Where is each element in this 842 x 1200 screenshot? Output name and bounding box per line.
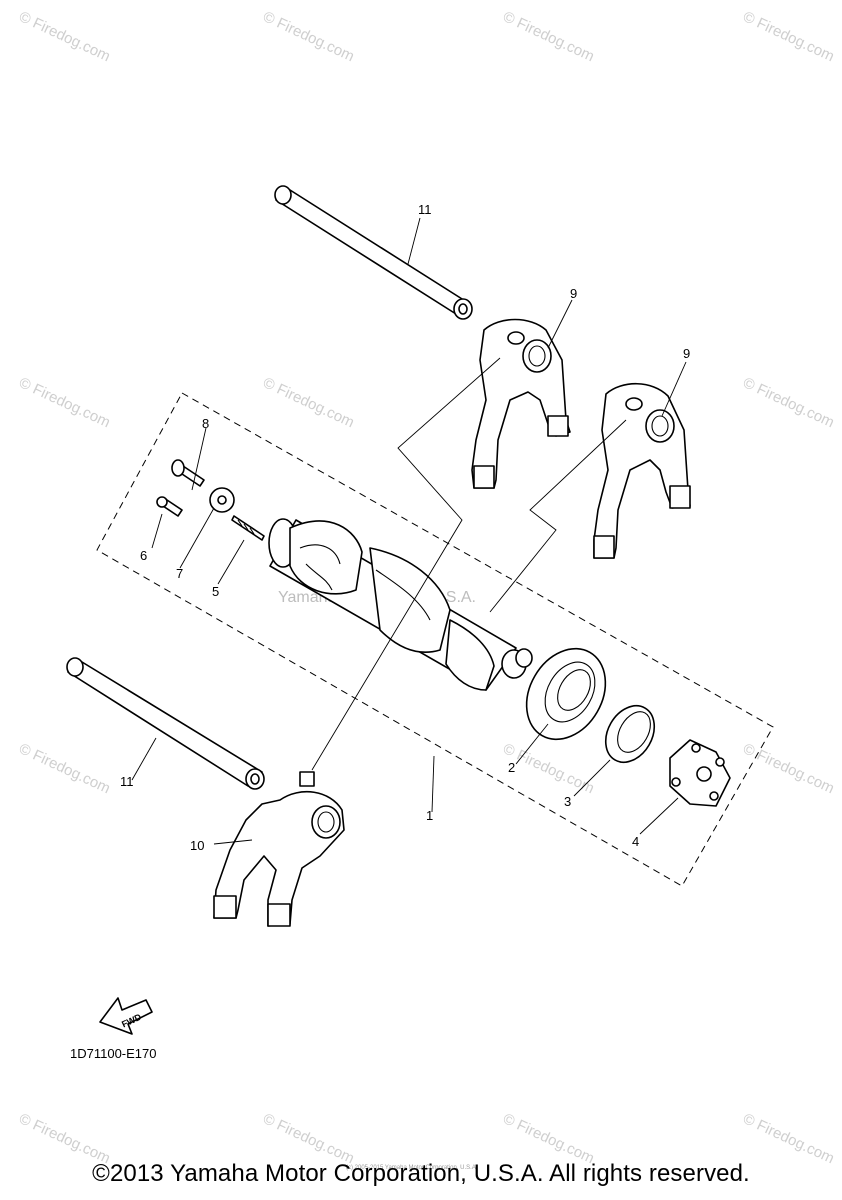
- callout-7: 7: [176, 566, 183, 581]
- watermark: © Firedog.com: [500, 1110, 597, 1167]
- callout-10: 10: [190, 838, 204, 853]
- copyright-notice: ©2013 Yamaha Motor Corporation, U.S.A. A…: [92, 1160, 750, 1187]
- watermark: © Firedog.com: [16, 374, 113, 431]
- callout-9-upper: 9: [570, 286, 577, 301]
- callout-6: 6: [140, 548, 147, 563]
- drum-small-parts: [156, 459, 265, 541]
- callout-labels: 1 2 3 4 5 6 7 8 9 9 10 11 11: [120, 202, 690, 853]
- bearing: [525, 647, 607, 741]
- callout-9-right: 9: [683, 346, 690, 361]
- shift-drum-segment: [669, 739, 731, 807]
- fwd-arrow-icon: FWD: [99, 997, 153, 1035]
- watermark: © Firedog.com: [260, 374, 357, 431]
- callout-4: 4: [632, 834, 639, 849]
- collar: [604, 704, 656, 764]
- watermark: © Firedog.com: [16, 8, 113, 65]
- watermark: © Firedog.com: [500, 8, 597, 65]
- watermark: © Firedog.com: [16, 1110, 113, 1167]
- watermark: © Firedog.com: [260, 1110, 357, 1167]
- tiny-copyright-notice: (c) 2005-2015 Yamaha Motor Corporation, …: [346, 1165, 478, 1171]
- shift-rod-upper: [274, 185, 473, 320]
- watermark: © Firedog.com: [740, 374, 837, 431]
- leader-lines: [131, 217, 687, 845]
- watermark: © Firedog.com: [740, 8, 837, 65]
- callout-11-lower: 11: [120, 774, 134, 789]
- diagram-code: 1D71100-E170: [70, 1046, 157, 1061]
- callout-3: 3: [564, 794, 571, 809]
- shift-fork-upper-left: [471, 318, 571, 489]
- shift-drum: [268, 518, 533, 691]
- shift-fork-lower: [213, 771, 345, 927]
- callout-11-upper: 11: [418, 202, 432, 217]
- callout-8: 8: [202, 416, 209, 431]
- callout-2: 2: [508, 760, 515, 775]
- shift-fork-right: [593, 383, 691, 559]
- watermark: © Firedog.com: [260, 8, 357, 65]
- watermark: © Firedog.com: [740, 1110, 837, 1167]
- assembly-boundary: [96, 392, 774, 887]
- watermark: © Firedog.com: [16, 740, 113, 797]
- callout-5: 5: [212, 584, 219, 599]
- callout-1: 1: [426, 808, 433, 823]
- shift-rod-lower: [66, 657, 265, 790]
- watermark: © Firedog.com: [740, 740, 837, 797]
